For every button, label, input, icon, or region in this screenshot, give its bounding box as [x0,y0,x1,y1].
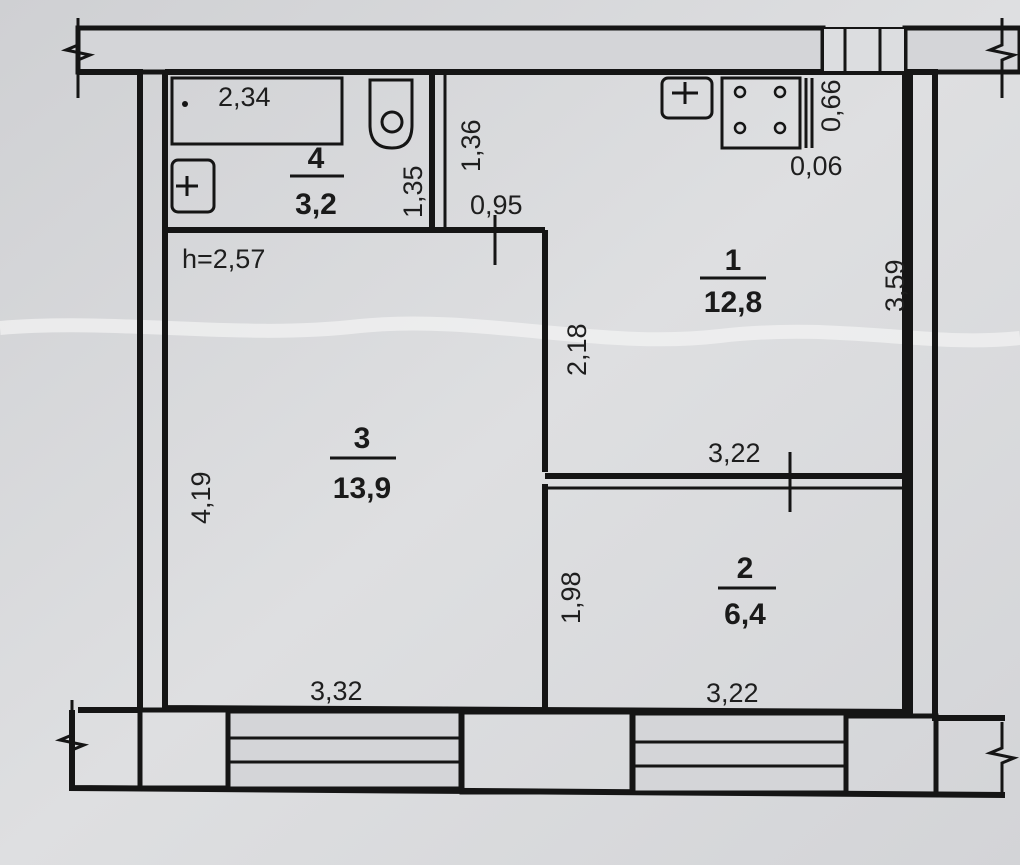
toilet-icon [368,78,414,150]
ceiling-height-label: h=2,57 [182,244,265,274]
dim-kitchen-depth: 3,59 [880,259,910,312]
room-3-label: 3 13,9 [330,422,396,505]
dim-corridor-length: 2,18 [562,323,592,376]
dim-bath-width: 2,34 [218,82,271,112]
dim-room3-width: 3,32 [310,676,363,706]
paper-fold [0,316,1020,348]
window-left [226,710,462,790]
interior-walls [162,69,913,716]
dim-stove-offset: 0,06 [790,151,843,181]
bathtub [170,76,344,146]
room-1-number: 1 [725,244,742,277]
pier-right [843,713,939,797]
pier-left [137,707,231,791]
dim-stove-depth: 0,66 [816,79,846,132]
wall-break-marks [54,18,1020,795]
dim-room3-depth: 4,19 [186,471,216,524]
window-top [822,27,906,73]
pier-middle [459,709,635,795]
sink-icon [170,158,216,214]
kitchen-sink-icon [660,76,714,120]
room-4-number: 4 [308,142,325,175]
dim-room2-width: 3,22 [706,678,759,708]
room-2-label: 2 6,4 [718,552,776,631]
room-1-label: 1 12,8 [700,244,766,319]
room-3-area: 13,9 [333,472,391,505]
room-3-number: 3 [354,422,371,455]
room-2-number: 2 [737,552,754,585]
dim-room2-depth: 1,98 [556,571,586,624]
dim-door-width: 0,95 [470,190,523,220]
dim-bath-depth: 1,35 [398,165,428,218]
dim-kitchen-width: 3,22 [708,438,761,468]
room-4-area: 3,2 [295,188,337,221]
window-right [632,712,848,794]
stove-icon [720,76,814,150]
room-1-area: 12,8 [704,286,762,319]
room-4-label: 4 3,2 [290,142,344,221]
dim-toilet-depth: 1,36 [456,119,486,172]
room-2-area: 6,4 [724,598,766,631]
